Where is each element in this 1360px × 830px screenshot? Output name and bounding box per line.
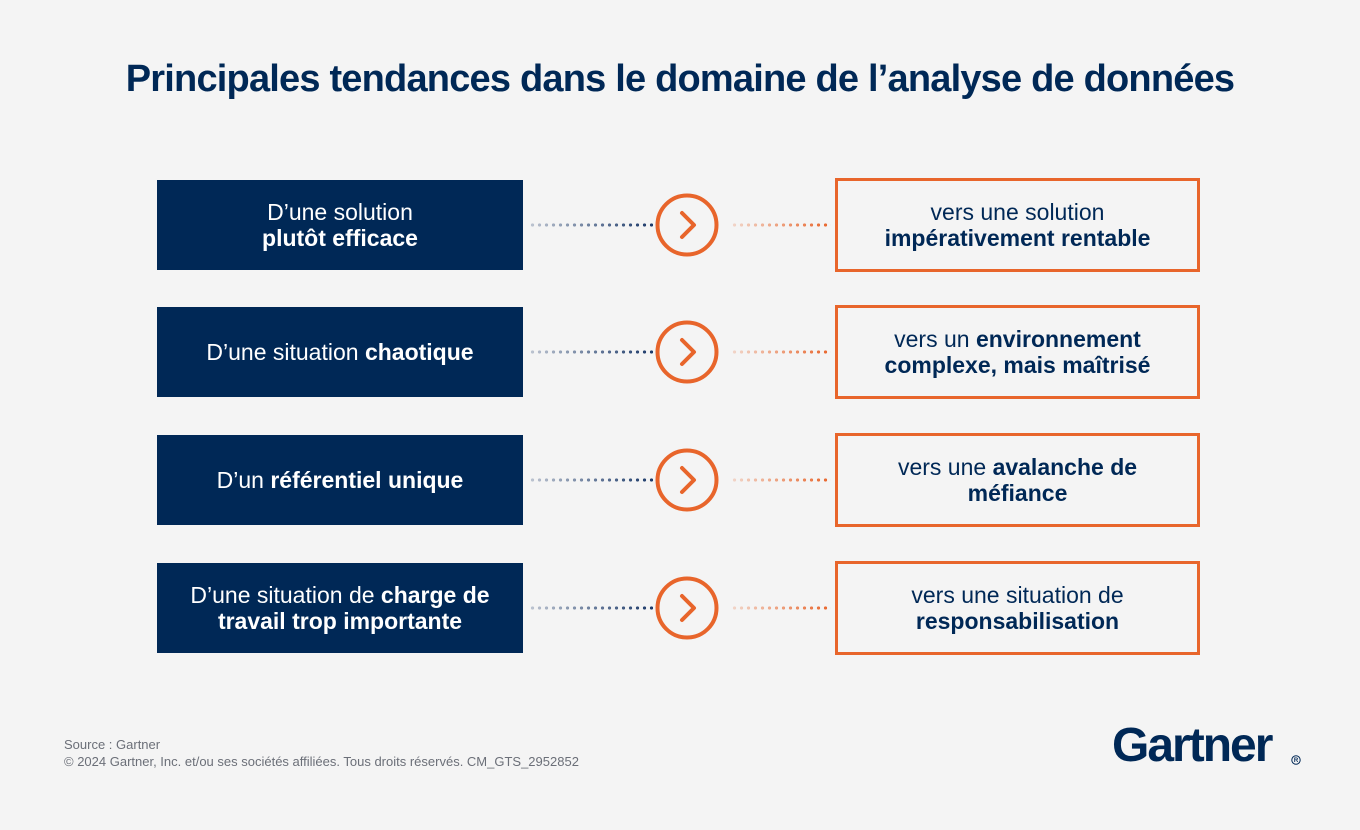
bold-text-segment: avalanche de méfiance [967,454,1138,506]
from-text: D’une situation chaotique [206,339,473,365]
bold-text-segment: charge de travail trop importante [217,582,490,634]
chevron-right-circle-icon [655,320,719,384]
logo-wordmark: Gartner [1112,719,1273,772]
trend-row: D’une situation chaotique vers un enviro… [0,305,1360,399]
registered-trademark-icon: R [1291,755,1301,765]
text-segment: vers une situation de [911,582,1124,608]
bold-text-segment: chaotique [364,339,474,365]
dotted-connector-right [731,478,831,482]
footer: Source : Gartner © 2024 Gartner, Inc. et… [64,736,579,770]
bold-text-segment: responsabilisation [915,608,1120,634]
bold-text-segment: impérativement rentable [884,225,1151,251]
text-segment: vers une [897,454,993,480]
text-segment: D’une situation de [190,582,381,608]
from-text: D’une situation de charge de travail tro… [175,582,505,634]
page-title: Principales tendances dans le domaine de… [125,58,1235,100]
bold-text-segment: environnement complexe, mais maîtrisé [884,326,1151,378]
chevron-right-circle-icon [655,576,719,640]
gartner-logo: Gartner R [1112,718,1302,774]
text-segment: vers un [894,326,976,352]
dotted-connector-left [529,350,653,354]
svg-text:R: R [1294,758,1299,764]
copyright-note: © 2024 Gartner, Inc. et/ou ses sociétés … [64,754,579,769]
to-box: vers un environnement complexe, mais maî… [835,305,1200,399]
trend-row: D’une situation de charge de travail tro… [0,561,1360,655]
trend-row: D’un référentiel unique vers une avalanc… [0,433,1360,527]
text-segment: D’une situation [206,339,365,365]
to-text: vers une avalanche de méfiance [860,454,1175,506]
to-box: vers une avalanche de méfiance [835,433,1200,527]
bold-text-segment: plutôt efficace [262,225,418,251]
text-segment: vers une solution [930,199,1105,225]
bold-text-segment: référentiel unique [270,467,464,493]
from-box: D’une situation chaotique [157,307,523,397]
to-text: vers un environnement complexe, mais maî… [860,326,1175,378]
from-box: D’une situation de charge de travail tro… [157,563,523,653]
dotted-connector-right [731,606,831,610]
chevron-right-circle-icon [655,448,719,512]
source-note: Source : Gartner [64,737,161,752]
text-segment: D’un [216,467,271,493]
from-box: D’un référentiel unique [157,435,523,525]
dotted-connector-left [529,478,653,482]
text-segment: D’une solution [267,199,413,225]
dotted-connector-left [529,223,653,227]
dotted-connector-right [731,223,831,227]
chevron-right-circle-icon [655,193,719,257]
dotted-connector-right [731,350,831,354]
from-text: D’un référentiel unique [217,467,464,493]
dotted-connector-left [529,606,653,610]
